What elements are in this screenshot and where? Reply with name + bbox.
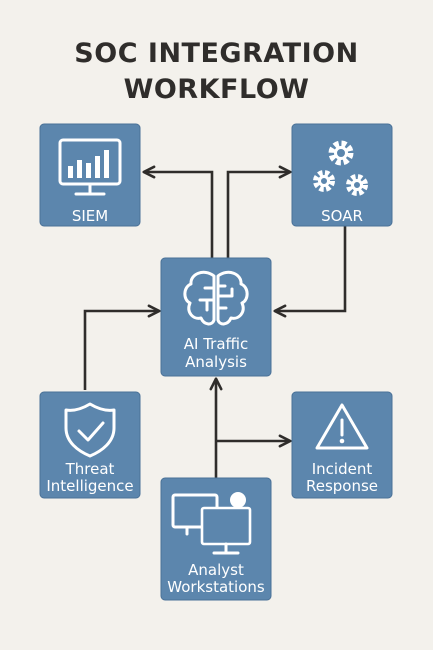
arrow-ai-to-siem: [142, 165, 214, 258]
monitor-bar-chart-icon: [58, 138, 122, 196]
incident-label-line-2: Response: [306, 477, 378, 495]
node-soar: SOAR: [291, 123, 393, 227]
gears-icon: [313, 140, 368, 196]
node-analyst-workstations: Analyst Workstations: [160, 477, 272, 601]
siem-label: SIEM: [72, 207, 108, 225]
ai-label-line-1: AI Traffic: [184, 335, 249, 353]
title-line-2: WORKFLOW: [123, 74, 310, 105]
arrow-soar-to-ai: [273, 226, 347, 318]
arrow-threat-to-ai: [83, 304, 161, 390]
arrow-ai-to-soar: [226, 165, 292, 258]
analyst-label-line-2: Workstations: [167, 578, 265, 596]
threat-label-line-2: Intelligence: [46, 477, 133, 495]
title-line-1: SOC INTEGRATION: [74, 38, 359, 69]
analyst-label-line-1: Analyst: [188, 561, 244, 579]
workstations-user-icon: [171, 492, 252, 555]
threat-label-line-1: Threat: [65, 460, 115, 478]
brain-icon: [183, 270, 249, 326]
node-ai-traffic-analysis: AI Traffic Analysis: [160, 257, 272, 377]
soar-label: SOAR: [321, 207, 363, 225]
incident-label-line-1: Incident: [312, 460, 373, 478]
node-threat-intelligence: Threat Intelligence: [39, 391, 141, 499]
ai-label-line-2: Analysis: [185, 353, 247, 371]
shield-check-icon: [64, 402, 116, 458]
page-title: SOC INTEGRATION WORKFLOW: [0, 36, 433, 108]
warning-triangle-icon: [315, 403, 369, 450]
node-siem: SIEM: [39, 123, 141, 227]
node-incident-response: Incident Response: [291, 391, 393, 499]
